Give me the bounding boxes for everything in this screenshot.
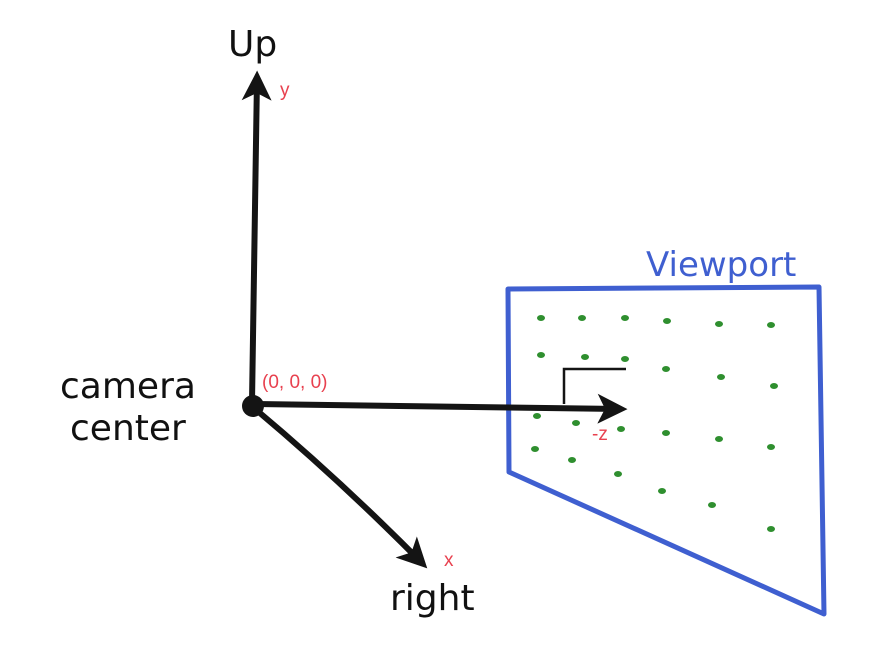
viewport-dot — [662, 430, 670, 436]
viewport-dot — [614, 471, 622, 477]
up-label: Up — [228, 24, 277, 65]
center-label: center — [70, 408, 186, 449]
viewport-dot — [715, 321, 723, 327]
viewport-dot — [708, 502, 716, 508]
viewport-dot — [578, 315, 586, 321]
neg-z-axis-arrow — [253, 393, 628, 424]
viewport-dot — [621, 356, 629, 362]
viewport-dot — [621, 315, 629, 321]
origin-label: (0, 0, 0) — [262, 372, 327, 393]
viewport-dots — [531, 315, 778, 532]
viewport-dot — [663, 318, 671, 324]
viewport-frame — [505, 284, 827, 617]
viewport-label: Viewport — [646, 245, 796, 285]
camera-label: camera — [60, 366, 196, 407]
y-label: y — [280, 80, 290, 101]
x-label: x — [444, 550, 454, 571]
viewport-dot — [617, 426, 625, 432]
right-axis-arrow — [251, 405, 428, 569]
viewport-dot — [531, 446, 539, 452]
viewport-dot — [658, 488, 666, 494]
right-label: right — [390, 578, 475, 619]
neg-z-label: -z — [592, 424, 608, 445]
viewport-dot — [767, 526, 775, 532]
viewport-dot — [715, 436, 723, 442]
viewport-dot — [767, 322, 775, 328]
up-axis-arrow — [241, 70, 272, 405]
viewport-dot — [568, 457, 576, 463]
viewport-dot — [537, 352, 545, 358]
viewport-dot — [770, 383, 778, 389]
viewport-dot — [662, 366, 670, 372]
camera-center-dot — [242, 395, 264, 417]
viewport-dot — [581, 354, 589, 360]
viewport-dot — [717, 374, 725, 380]
viewport-dot — [767, 444, 775, 450]
viewport-dot — [537, 315, 545, 321]
right-angle-marker — [562, 367, 626, 404]
viewport-dot — [572, 420, 580, 426]
viewport-dot — [533, 413, 541, 419]
